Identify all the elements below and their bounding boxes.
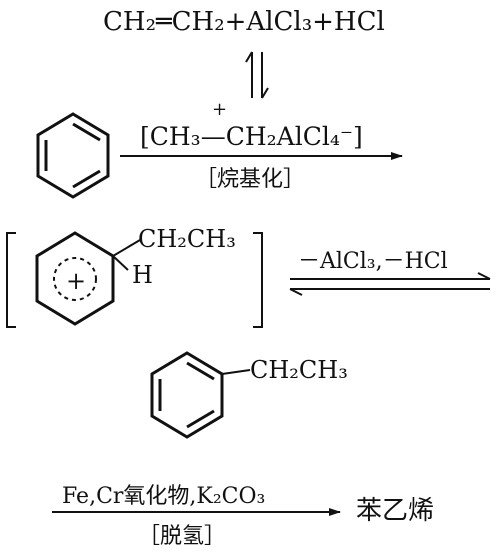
left-bracket [6,232,16,328]
elimination-label: －AlCl₃,－HCl [298,249,448,274]
dehydrogenation-label: ［脱氢］ [138,524,226,549]
delocalized-charge-circle [53,257,97,301]
alkylation-label: ［烷基化］ [195,167,305,192]
carbocation-plus-sign: + [212,99,227,120]
equilibrium-arrows-horizontal [289,272,491,296]
equilibrium-arrows-vertical [245,51,269,99]
styrene-product: 苯乙烯 [356,496,434,526]
ethylbenzene-substituent: CH₂CH₃ [250,356,348,384]
reactants-formula: CH₂═CH₂+AlCl₃+HCl [103,7,385,37]
carbocation-complex: [CH₃—CH₂AlCl₄⁻] [140,122,363,151]
ring-positive-charge: + [66,267,86,295]
hydrogen-atom: H [132,261,153,289]
ethylbenzene-ring [150,351,224,439]
sigma-complex: + CH₂CH₃ H [6,225,263,328]
benzene-ring [36,112,110,199]
ethylbenzene: CH₂CH₃ [150,351,348,439]
ethyl-substituent: CH₂CH₃ [138,225,236,253]
right-bracket [253,232,263,328]
dehydrogenation-catalyst: Fe,Cr氧化物,K₂CO₃ [62,484,265,509]
